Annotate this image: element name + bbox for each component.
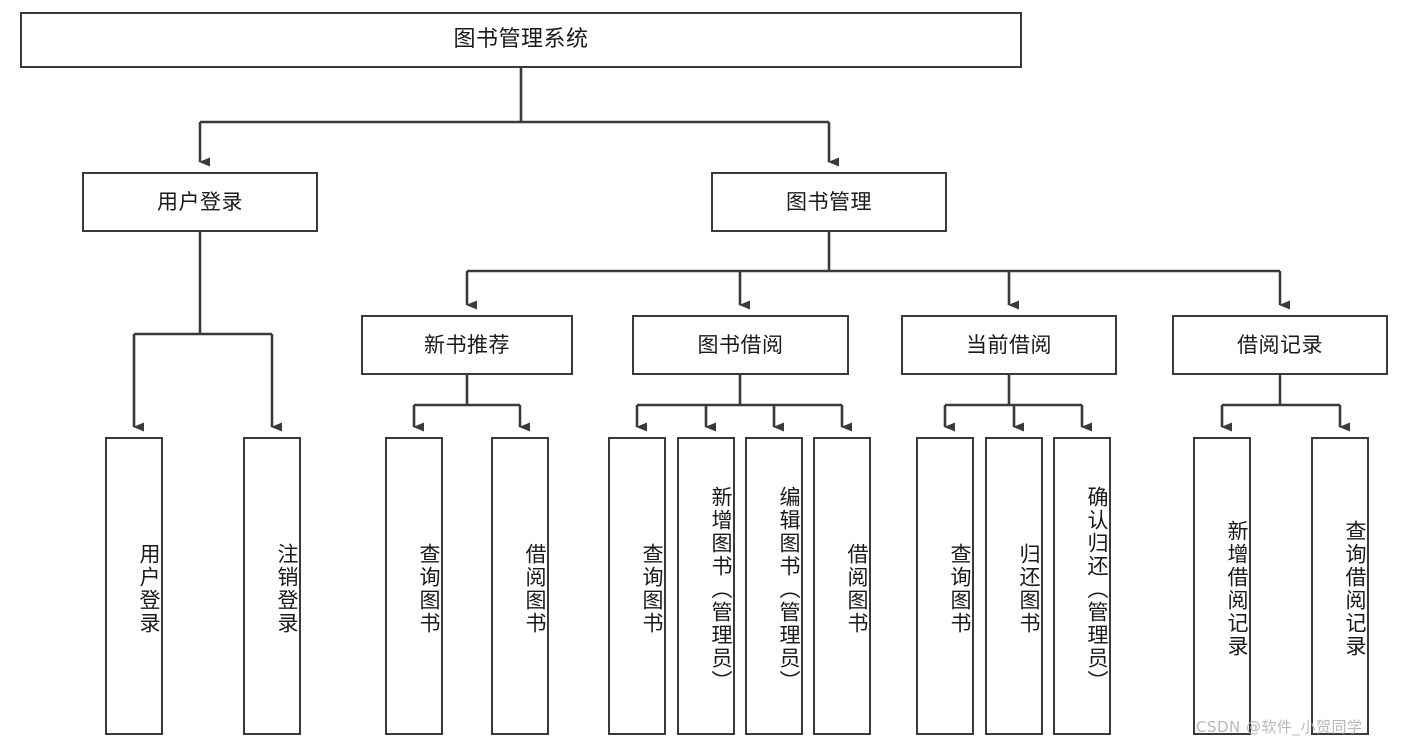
node-label: 新增图书（管理员）: [709, 485, 733, 693]
node-label: 用户登录: [157, 189, 243, 214]
node-book-borrow[interactable]: 图书借阅: [632, 315, 849, 375]
node-label: 注销登录: [275, 543, 299, 635]
node-label: 当前借阅: [966, 332, 1052, 357]
leaf-current-query-book[interactable]: 查询图书: [916, 437, 974, 735]
leaf-user-login-login[interactable]: 用户登录: [105, 437, 163, 735]
node-label: 图书管理: [786, 189, 872, 214]
node-label: 归还图书: [1017, 543, 1041, 635]
leaf-user-login-logout[interactable]: 注销登录: [243, 437, 301, 735]
node-label: 查询图书: [948, 543, 972, 635]
node-label: 查询图书: [640, 543, 664, 635]
node-label: 借阅图书: [523, 543, 547, 635]
node-user-login[interactable]: 用户登录: [82, 172, 318, 232]
leaf-borrow-edit-book-admin[interactable]: 编辑图书（管理员）: [745, 437, 803, 735]
node-label: 确认归还（管理员）: [1085, 485, 1109, 693]
node-borrow-record[interactable]: 借阅记录: [1172, 315, 1388, 375]
leaf-borrow-add-book-admin[interactable]: 新增图书（管理员）: [677, 437, 735, 735]
leaf-current-confirm-return-admin[interactable]: 确认归还（管理员）: [1053, 437, 1111, 735]
leaf-record-query-record[interactable]: 查询借阅记录: [1311, 437, 1369, 735]
leaf-new-book-query[interactable]: 查询图书: [385, 437, 443, 735]
node-label: 查询图书: [417, 543, 441, 635]
node-label: 借阅图书: [845, 543, 869, 635]
leaf-new-book-borrow[interactable]: 借阅图书: [491, 437, 549, 735]
leaf-borrow-borrow-book[interactable]: 借阅图书: [813, 437, 871, 735]
leaf-borrow-query-book[interactable]: 查询图书: [608, 437, 666, 735]
node-label: 用户登录: [137, 543, 161, 635]
node-book-management[interactable]: 图书管理: [711, 172, 947, 232]
node-label: 图书管理系统: [453, 27, 589, 53]
node-label: 新增借阅记录: [1225, 520, 1249, 658]
node-new-book-recommend[interactable]: 新书推荐: [361, 315, 573, 375]
node-label: 借阅记录: [1237, 332, 1323, 357]
node-current-borrow[interactable]: 当前借阅: [901, 315, 1117, 375]
leaf-current-return-book[interactable]: 归还图书: [985, 437, 1043, 735]
node-root-system[interactable]: 图书管理系统: [20, 12, 1022, 68]
node-label: 编辑图书（管理员）: [777, 485, 801, 693]
node-label: 图书借阅: [697, 332, 784, 357]
node-label: 新书推荐: [424, 332, 510, 357]
leaf-record-add-record[interactable]: 新增借阅记录: [1193, 437, 1251, 735]
node-label: 查询借阅记录: [1343, 520, 1367, 658]
